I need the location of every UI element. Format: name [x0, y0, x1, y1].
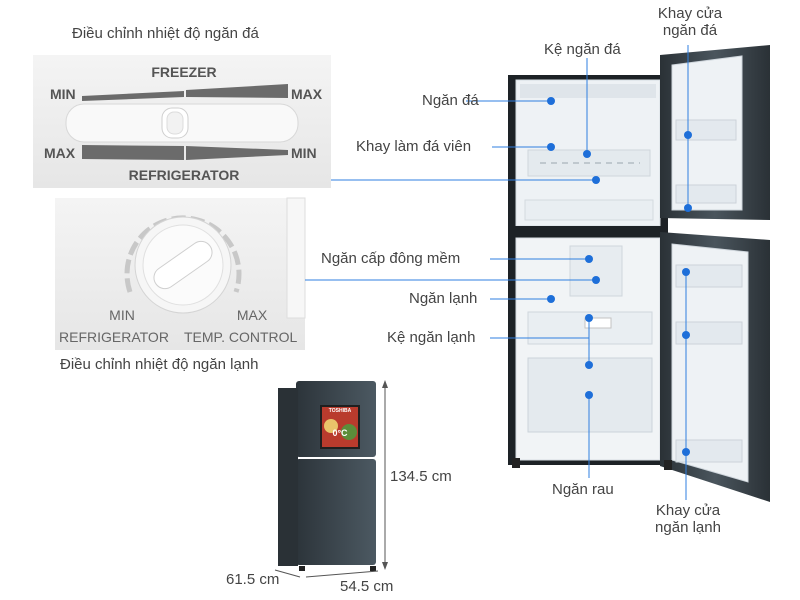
brand-label: TOSHIBA — [329, 408, 352, 414]
callout-points — [547, 97, 692, 456]
small-fridge — [274, 380, 388, 578]
dial-left-text: REFRIGERATOR — [59, 329, 169, 345]
label-ice-shelf: Kệ ngăn đá — [544, 41, 621, 58]
label-vegetable-drawer: Ngăn rau — [552, 481, 614, 498]
freezer-panel-bottom-left: MAX — [44, 145, 76, 161]
dial-right-text: TEMP. CONTROL — [184, 329, 298, 345]
dial-panel-text: MIN MAX REFRIGERATOR TEMP. CONTROL — [59, 307, 298, 345]
label-fridge-compartment: Ngăn lạnh — [409, 290, 478, 307]
dimension-depth: 61.5 cm — [226, 571, 280, 588]
freezer-control-panel — [33, 55, 331, 188]
label-fridge-shelf: Kệ ngăn lạnh — [387, 329, 476, 346]
label-freezer-door-tray: Khay cửa ngăn đá — [657, 5, 723, 39]
freezer-panel-text: FREEZER REFRIGERATOR MIN MAX MAX MIN — [44, 64, 323, 183]
dimension-height: 134.5 cm — [390, 468, 452, 485]
freezer-panel-bottom: REFRIGERATOR — [129, 167, 240, 183]
open-fridge — [508, 45, 770, 502]
display-label: 0°C — [332, 428, 348, 438]
dimension-width: 54.5 cm — [340, 578, 394, 595]
freezer-control-caption: Điều chỉnh nhiệt độ ngăn đá — [72, 25, 259, 42]
label-freezer-compartment: Ngăn đá — [422, 92, 479, 109]
freezer-panel-top-right: MAX — [291, 86, 323, 102]
dial-max: MAX — [237, 307, 268, 323]
freezer-panel-bottom-right: MIN — [291, 145, 317, 161]
dial-control-panel — [55, 197, 306, 350]
label-fridge-door-tray: Khay cửa ngăn lạnh — [655, 502, 721, 536]
callouts — [305, 45, 689, 500]
small-fridge-text: TOSHIBA 0°C — [329, 408, 352, 438]
freezer-panel-top-left: MIN — [50, 86, 76, 102]
label-soft-freeze: Ngăn cấp đông mềm — [321, 250, 461, 267]
label-ice-cube-tray: Khay làm đá viên — [356, 138, 472, 155]
dial-min: MIN — [109, 307, 135, 323]
fridge-control-caption: Điều chỉnh nhiệt độ ngăn lạnh — [60, 356, 259, 373]
freezer-panel-title: FREEZER — [151, 64, 216, 80]
